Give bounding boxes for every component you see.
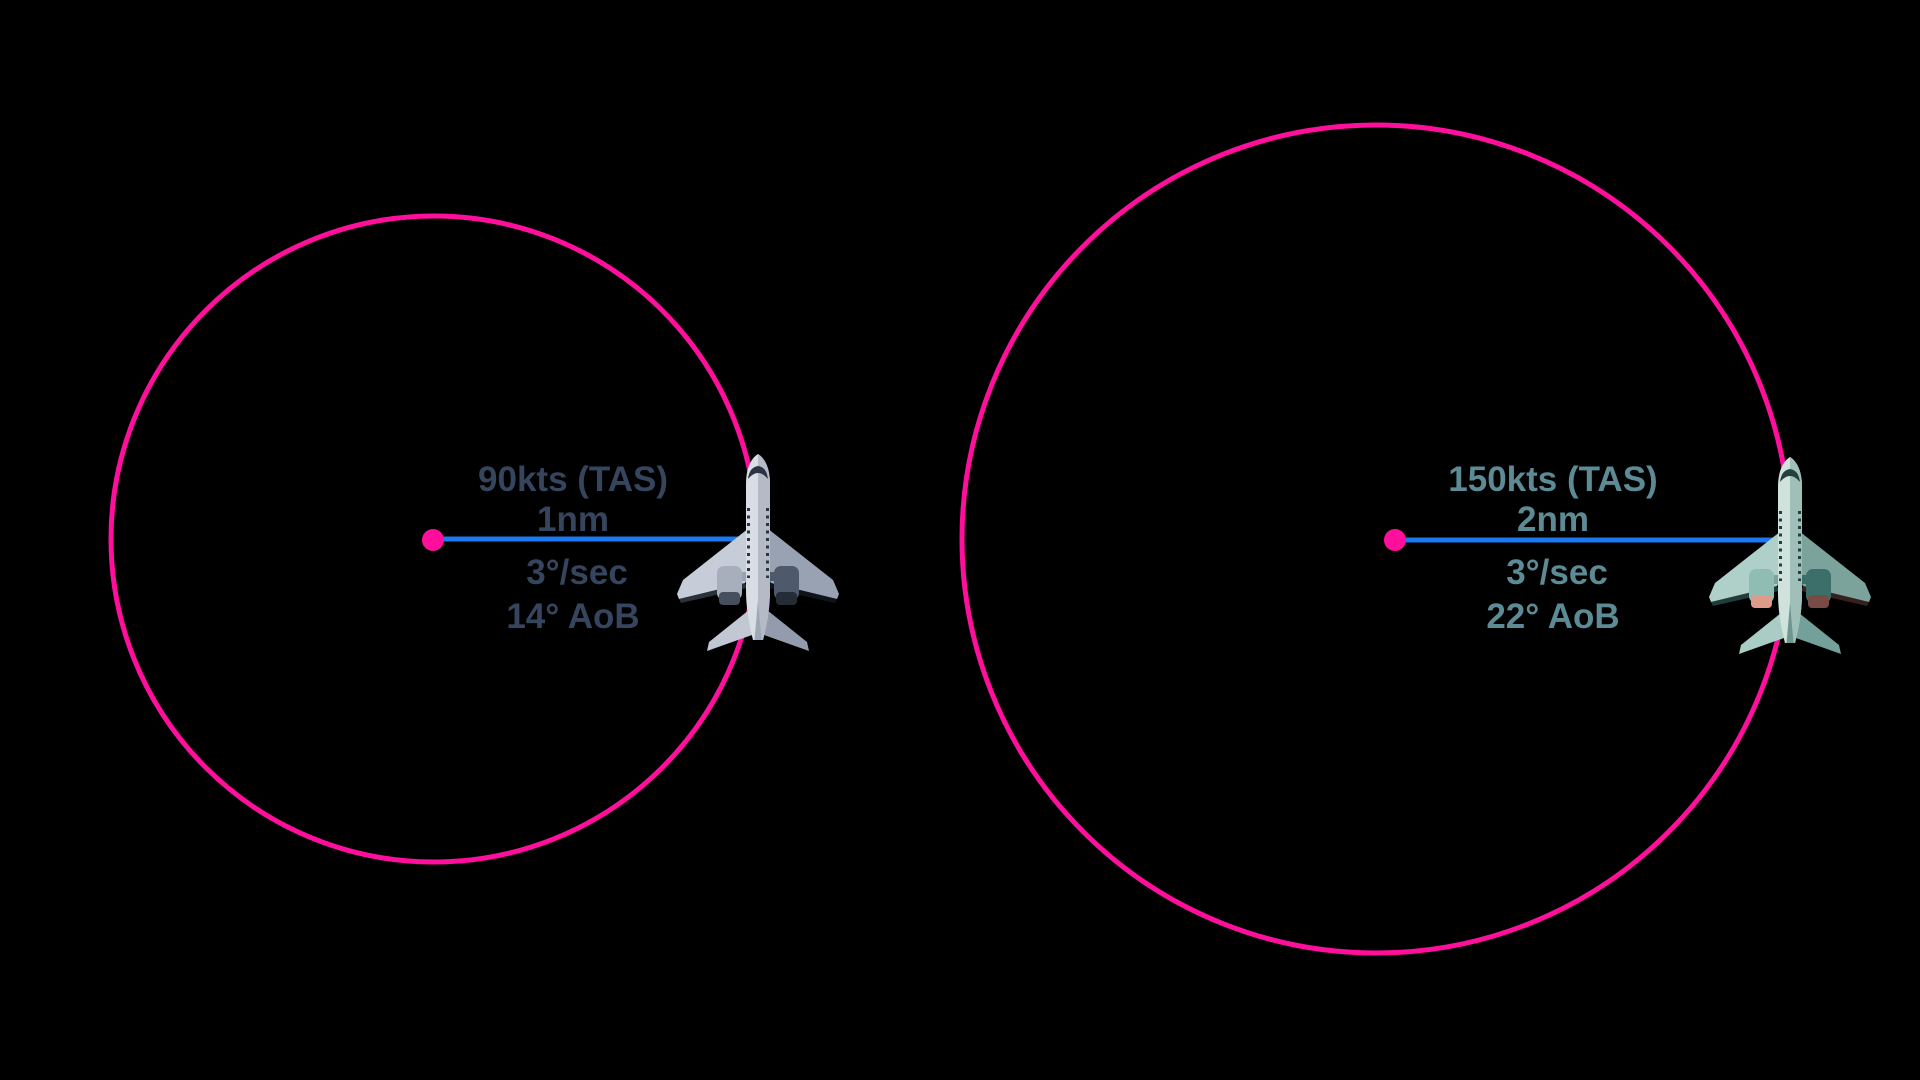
turn-rate-label: 3°/sec: [526, 553, 628, 592]
airliner-top-view-icon: [1707, 455, 1873, 655]
tas-label: 150kts (TAS): [1448, 460, 1657, 499]
bank-angle-label: 22° AoB: [1486, 597, 1619, 636]
turn-rate-label: 3°/sec: [1506, 553, 1608, 592]
tas-label: 90kts (TAS): [478, 460, 668, 499]
center-dot: [1384, 529, 1406, 551]
left-turn-circle-group: 90kts (TAS) 1nm 3°/sec 14° AoB: [108, 213, 841, 865]
radius-label: 1nm: [537, 500, 609, 539]
airliner-top-view-icon: [675, 452, 841, 652]
center-dot: [422, 529, 444, 551]
right-turn-circle-group: 150kts (TAS) 2nm 3°/sec 22° AoB: [959, 122, 1873, 956]
bank-angle-label: 14° AoB: [506, 597, 639, 636]
radius-label: 2nm: [1517, 500, 1589, 539]
